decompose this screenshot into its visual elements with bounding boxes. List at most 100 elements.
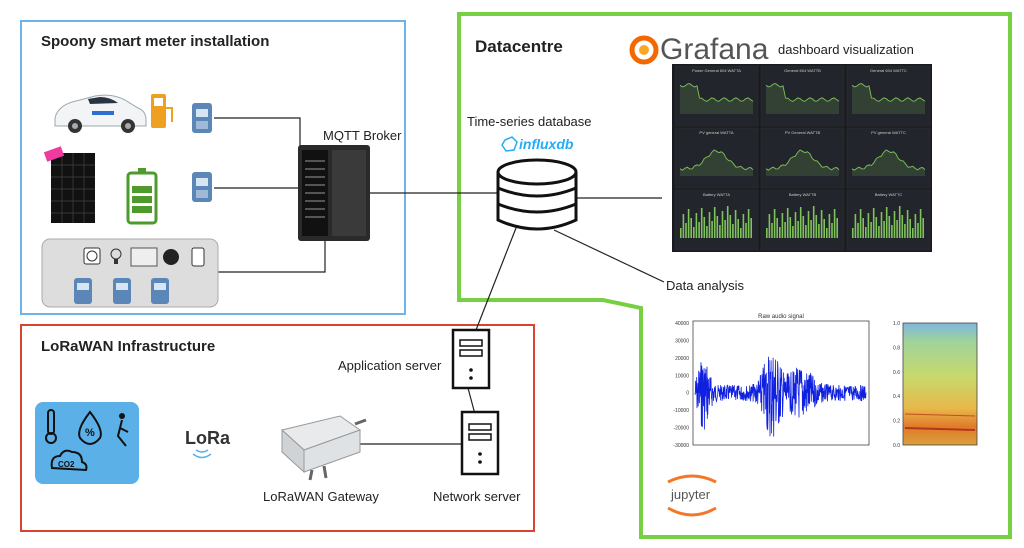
grafana-bar (776, 218, 778, 238)
grafana-bar (852, 228, 854, 238)
tsdb-label: Time-series database (467, 114, 592, 129)
audio-ytick-label: 10000 (675, 373, 689, 379)
grafana-bar (768, 214, 771, 238)
grafana-bar (786, 208, 789, 238)
grafana-series-area (766, 149, 839, 176)
grafana-dashboard: Power General 604 WATTA General 604 WATTB… (672, 64, 932, 252)
grafana-bar (922, 218, 924, 238)
humidity-percent-label: % (85, 427, 95, 439)
lorawan-title: LoRaWAN Infrastructure (41, 338, 216, 355)
lorawan-box (20, 324, 535, 532)
grafana-panel-title: Battery WATTA (703, 192, 730, 197)
spectrogram-chart: 1.00.80.60.40.20.0 (893, 321, 978, 449)
grafana-bar (799, 207, 802, 238)
grafana-bar (716, 216, 719, 238)
grafana-bar (867, 213, 870, 238)
grafana-bar (747, 209, 750, 238)
spectrogram-ytick-label: 0.6 (893, 370, 900, 376)
audio-signal-chart: Raw audio signal 400003000020000100000-1… (673, 314, 870, 449)
grafana-bar (812, 206, 815, 238)
grafana-bar (865, 227, 867, 238)
audio-ytick-label: 0 (686, 391, 689, 397)
grafana-bar (726, 206, 729, 238)
grafana-bar (732, 224, 734, 238)
grafana-panel-title: Battery WATTC (875, 192, 903, 197)
grafana-panel-title: Power General 604 WATTA (692, 68, 741, 73)
connection-lines (70, 117, 665, 445)
grafana-bar (687, 209, 690, 238)
co2-label: CO2 (58, 460, 75, 469)
grafana-bar (912, 228, 914, 238)
grafana-series-area (852, 149, 925, 176)
grafana-bar (818, 224, 820, 238)
grafana-bar (826, 228, 828, 238)
lora-label: LoRa (185, 428, 230, 448)
grafana-series-line (679, 149, 754, 171)
grafana-bar (797, 221, 799, 238)
audio-ytick-label: 30000 (675, 338, 689, 344)
smart-plug-icons (74, 278, 169, 304)
grafana-bar (740, 228, 742, 238)
grafana-bar (807, 211, 810, 238)
grafana-bar (857, 223, 859, 238)
grafana-bar (682, 214, 685, 238)
network-server-label: Network server (433, 489, 521, 504)
application-server-label: Application server (338, 358, 442, 373)
grafana-bar (734, 210, 737, 238)
grafana-bar (810, 220, 812, 238)
audio-ytick-label: -10000 (673, 408, 689, 414)
grafana-panel-title: General 604 WATTC (870, 68, 907, 73)
grafana-series-line (851, 149, 926, 171)
grafana-panel: General 604 WATTB (760, 65, 845, 127)
grafana-bar (713, 207, 716, 238)
audio-waveform (694, 356, 867, 437)
grafana-bar (690, 218, 692, 238)
audio-ytick-label: -20000 (673, 426, 689, 432)
smart-meter-icon (192, 172, 212, 202)
grafana-panel: PV general WATTA (674, 127, 759, 189)
grafana-bar (901, 215, 904, 238)
grafana-panel-title: PV general WATTC (871, 130, 906, 135)
appliance-icons (83, 247, 205, 267)
spectrogram-ytick-label: 1.0 (893, 321, 900, 327)
grafana-bar (870, 222, 872, 238)
jupyter-logo-icon (667, 474, 717, 517)
influxdb-logo-icon (501, 136, 518, 152)
grafana-panel-title: PV general WATTA (699, 130, 733, 135)
grafana-bar (724, 220, 726, 238)
grafana-series-area (680, 149, 753, 176)
jupyter-label: jupyter (671, 487, 711, 502)
grafana-label: Grafana (660, 33, 769, 66)
grafana-bar (721, 211, 724, 238)
smart-meter-icon (192, 103, 212, 133)
electric-car-icon (54, 94, 147, 133)
grafana-bar (729, 215, 732, 238)
data-analysis-label: Data analysis (666, 278, 745, 293)
lora-logo-icon (192, 449, 212, 459)
grafana-bar (828, 214, 831, 238)
grafana-bar (706, 226, 708, 238)
grafana-bar (794, 212, 797, 238)
grafana-bar (898, 206, 901, 238)
grafana-bar (708, 212, 711, 238)
grafana-bar (745, 223, 747, 238)
sensor-tile (35, 402, 139, 484)
grafana-bar (862, 218, 864, 238)
grafana-panel-title: General 604 WATTB (784, 68, 821, 73)
grafana-bar (680, 228, 682, 238)
grafana-bar (914, 214, 917, 238)
grafana-bar (854, 214, 857, 238)
charging-station-icon (151, 94, 173, 128)
grafana-bar (836, 218, 838, 238)
spectrogram-ytick-label: 0.4 (893, 394, 900, 400)
spoony-box (20, 20, 406, 315)
grafana-bar (815, 215, 818, 238)
grafana-panel: Power General 604 WATTA (674, 65, 759, 127)
grafana-bar (919, 209, 922, 238)
grafana-bar (820, 210, 823, 238)
database-icon (496, 158, 578, 231)
mqtt-server-icon (298, 145, 370, 241)
grafana-bar (880, 212, 883, 238)
grafana-bar (779, 227, 781, 238)
battery-icon (126, 168, 158, 225)
